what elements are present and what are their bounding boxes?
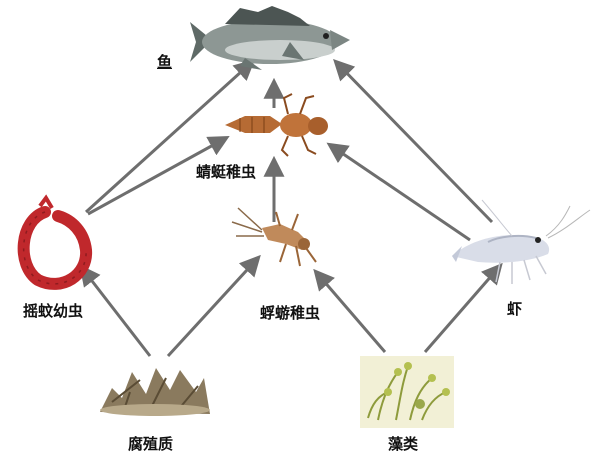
- algae-icon: [360, 356, 454, 428]
- arrow-algae-to-shrimp: [423, 262, 503, 353]
- mayfly-nymph-label: 蜉蝣稚虫: [260, 304, 321, 322]
- arrow-mosquito-to-dragonfly: [87, 135, 230, 216]
- fish-icon: [190, 6, 350, 70]
- arrow-shrimp-to-fish: [333, 58, 494, 224]
- mayfly-nymph-icon: [231, 207, 317, 267]
- bloodworm-larva-label: 摇蚊幼虫: [23, 302, 84, 320]
- algae-label: 藻类: [388, 435, 419, 453]
- arrow-detritus-to-mayfly: [166, 254, 261, 358]
- shrimp-icon: [452, 199, 591, 284]
- arrow-shrimp-to-dragonfly: [326, 142, 471, 242]
- dragonfly-nymph-icon: [225, 93, 328, 157]
- arrow-detritus-to-mosquito: [79, 264, 152, 357]
- shrimp-label: 虾: [507, 300, 523, 318]
- fish-label: 鱼: [157, 53, 173, 71]
- arrow-mosquito-to-fish: [84, 59, 256, 214]
- detritus-icon: [100, 368, 210, 416]
- edge-layer: [79, 58, 503, 358]
- detritus-label: 腐殖质: [128, 435, 174, 453]
- arrow-algae-to-mayfly: [313, 268, 387, 353]
- bloodworm-larva-icon: [17, 194, 93, 290]
- dragonfly-nymph-label: 蜻蜓稚虫: [196, 163, 257, 181]
